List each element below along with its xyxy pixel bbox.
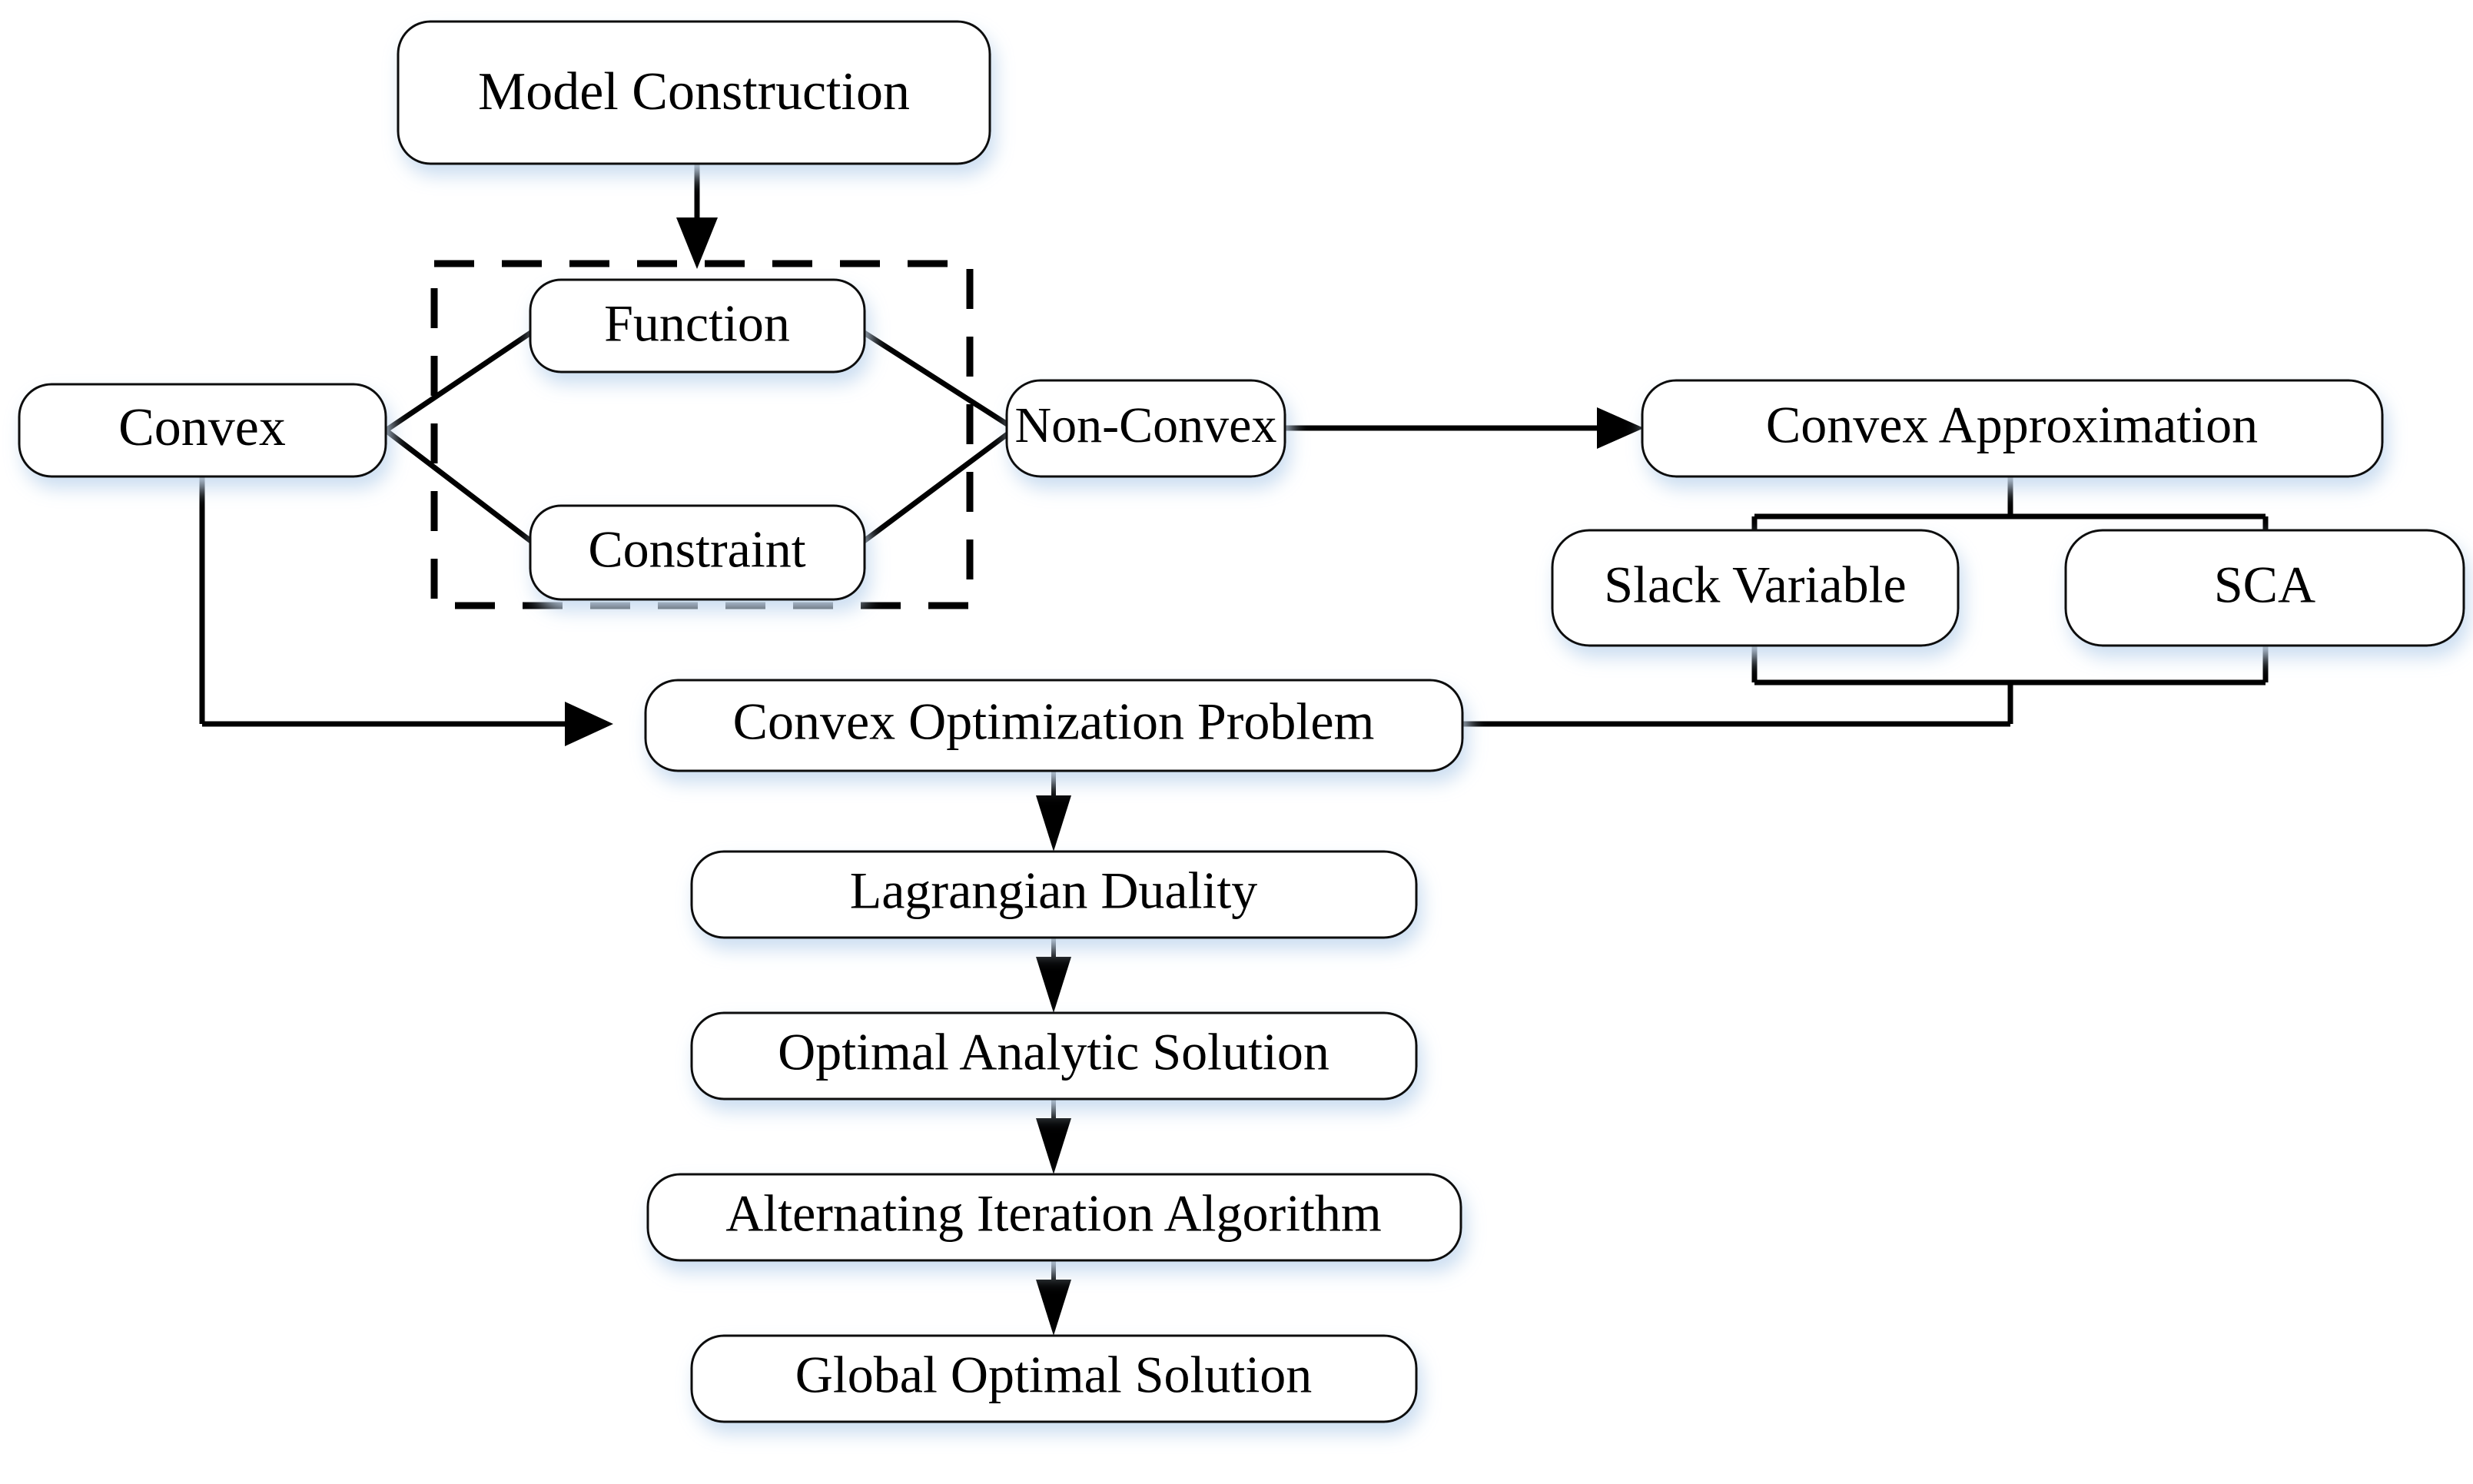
- dashed-group-box: [430, 260, 974, 609]
- node-convex-optimization-problem-label: Convex Optimization Problem: [733, 692, 1375, 751]
- node-lagrangian-duality-label: Lagrangian Duality: [850, 862, 1258, 920]
- node-convex-optimization-problem-shape[interactable]: [644, 679, 1464, 772]
- node-constraint-shape[interactable]: [529, 504, 866, 601]
- node-optimal-analytic-solution[interactable]: Optimal Analytic Solution: [690, 1011, 1418, 1101]
- node-optimal-analytic-solution-label: Optimal Analytic Solution: [778, 1023, 1329, 1081]
- node-model-construction-label: Model Construction: [478, 62, 910, 121]
- node-global-optimal-solution-label: Global Optimal Solution: [795, 1346, 1312, 1404]
- node-function[interactable]: Function: [529, 278, 866, 373]
- node-sca-label: SCA: [2214, 556, 2315, 614]
- node-alternating-iteration-algorithm-label: Alternating Iteration Algorithm: [725, 1184, 1382, 1243]
- edge-nonconvex-to-convexapprox: [1285, 407, 1644, 449]
- edge-convex-to-problem: [199, 476, 613, 746]
- node-lagrangian-duality-shape[interactable]: [690, 850, 1418, 939]
- node-global-optimal-solution-shape[interactable]: [690, 1334, 1418, 1423]
- node-constraint[interactable]: Constraint: [529, 504, 866, 601]
- node-slack-variable[interactable]: Slack Variable: [1551, 529, 1960, 647]
- node-convex-approximation-label: Convex Approximation: [1766, 396, 2258, 454]
- node-model-construction[interactable]: Model Construction: [397, 20, 991, 165]
- edge-convex-to-constraint: [383, 428, 534, 544]
- edge-convexapprox-split: [1751, 476, 2269, 532]
- edge-lagrangian-to-optimal: [1036, 936, 1071, 1013]
- node-convex-shape[interactable]: [18, 383, 387, 478]
- node-optimal-analytic-solution-shape[interactable]: [690, 1011, 1418, 1101]
- edge-optimal-to-alternating: [1036, 1097, 1071, 1174]
- node-constraint-label: Constraint: [588, 520, 805, 579]
- node-convex-approximation[interactable]: Convex Approximation: [1641, 379, 2384, 478]
- node-function-label: Function: [604, 294, 790, 353]
- edge-constraint-to-nonconvex: [861, 427, 1017, 544]
- node-model-construction-shape[interactable]: [397, 20, 991, 165]
- node-alternating-iteration-algorithm-shape[interactable]: [646, 1173, 1462, 1262]
- node-non-convex-shape[interactable]: [1005, 379, 1286, 478]
- node-slack-variable-shape[interactable]: [1551, 529, 1960, 647]
- node-alternating-iteration-algorithm[interactable]: Alternating Iteration Algorithm: [646, 1173, 1462, 1262]
- node-convex-optimization-problem[interactable]: Convex Optimization Problem: [644, 679, 1464, 772]
- node-convex[interactable]: Convex: [18, 383, 387, 478]
- node-non-convex-label: Non-Convex: [1015, 397, 1277, 453]
- node-convex-approximation-shape[interactable]: [1641, 379, 2384, 478]
- node-lagrangian-duality[interactable]: Lagrangian Duality: [690, 850, 1418, 939]
- node-convex-label: Convex: [118, 398, 286, 457]
- edge-alternating-to-global: [1036, 1259, 1071, 1336]
- edge-problem-to-lagrangian: [1036, 769, 1071, 852]
- edge-model-construction-to-group: [676, 164, 718, 269]
- node-slack-variable-label: Slack Variable: [1604, 556, 1906, 614]
- node-sca[interactable]: SCA: [2064, 529, 2465, 647]
- edge-convex-to-function: [384, 330, 533, 433]
- node-sca-shape[interactable]: [2064, 529, 2465, 647]
- node-function-shape[interactable]: [529, 278, 866, 373]
- node-non-convex[interactable]: Non-Convex: [1005, 379, 1286, 478]
- node-global-optimal-solution[interactable]: Global Optimal Solution: [690, 1334, 1418, 1423]
- edge-function-to-nonconvex: [861, 330, 1016, 431]
